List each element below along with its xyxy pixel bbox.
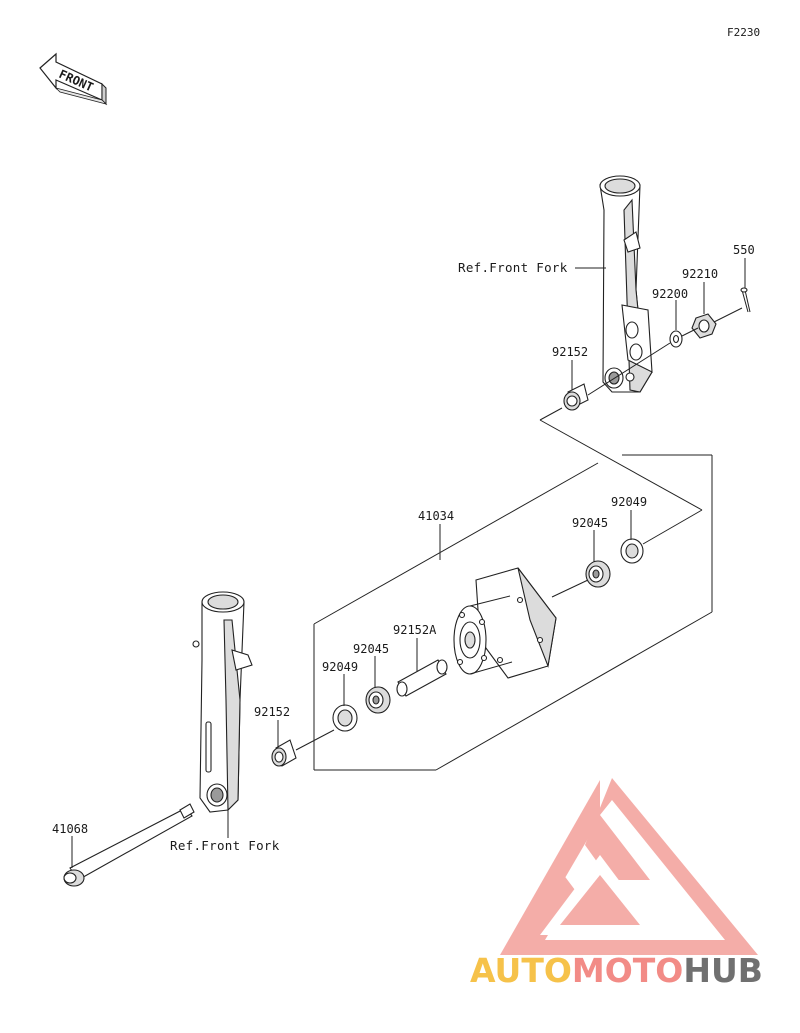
part-label-92200: 92200 [652,287,688,301]
watermark-text: AUTOMOTOHUB [470,951,763,990]
washer-92200 [669,330,683,348]
fork-upper-label: Ref.Front Fork [458,260,568,275]
part-label-92049-right: 92049 [611,495,647,509]
spacer-92152A [396,659,448,697]
cotter-pin-550 [740,287,751,313]
axle-41068 [63,803,195,887]
part-label-92049-left: 92049 [322,660,358,674]
collar-92152-upper [563,383,589,411]
front-arrow-icon: FRONT [39,52,108,106]
part-label-92210: 92210 [682,267,718,281]
part-label-41034: 41034 [418,509,454,523]
oil-seal-92049-left [332,704,358,732]
part-label-41068: 41068 [52,822,88,836]
collar-92152-lower [271,739,297,767]
part-label-92045-right: 92045 [572,516,608,530]
bearing-92045-left [365,686,391,714]
watermark-auto: AUTO [470,951,572,990]
automotohub-logo-icon [500,778,758,955]
part-label-92152A: 92152A [393,623,437,637]
leader-lines [71,258,746,868]
part-label-92045-left: 92045 [353,642,389,656]
nut-92210 [691,313,717,339]
oil-seal-92049-right [620,538,644,564]
watermark-moto: MOTO [572,951,683,990]
part-label-550: 550 [733,243,755,257]
diagram-code: F2230 [727,26,760,39]
bearing-92045-right [585,560,611,588]
part-label-92152-upper: 92152 [552,345,588,359]
watermark-hub: HUB [683,951,763,990]
front-fork-right [599,175,653,393]
fork-lower-label: Ref.Front Fork [170,838,280,853]
part-label-92152-lower: 92152 [254,705,290,719]
wheel-hub-41034 [453,567,557,679]
front-fork-left [192,591,253,813]
